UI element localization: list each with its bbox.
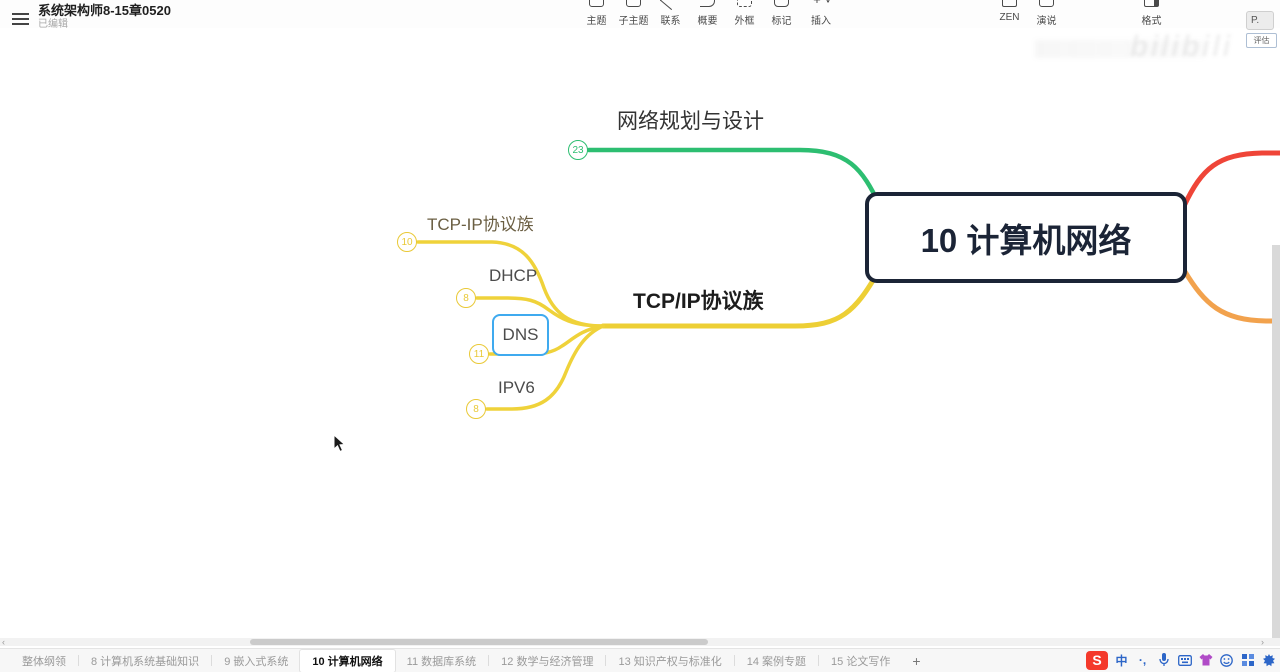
branch-line-dhcp[interactable] — [475, 296, 605, 328]
topic-dns-selected[interactable]: DNS — [492, 314, 549, 356]
collapse-badge-dns[interactable]: 11 — [469, 344, 489, 364]
toolbox-grid-icon[interactable] — [1240, 652, 1255, 668]
sheet-tab-ch8[interactable]: 8 计算机系统基础知识 — [91, 655, 200, 668]
sheet-separator — [733, 655, 735, 666]
summary-button[interactable]: 概要 — [689, 0, 726, 27]
relationship-button[interactable]: 联系 — [652, 0, 689, 27]
toolbar-center-group: 主题 子主题 联系 概要 外框 标记 + ˅ 插入 — [578, 0, 842, 27]
horizontal-scrollbar-thumb[interactable] — [250, 639, 708, 645]
collapse-badge-network-planning[interactable]: 23 — [568, 140, 588, 160]
pitch-button[interactable]: 演说 — [1028, 0, 1065, 27]
sogou-logo-icon[interactable]: S — [1086, 650, 1108, 670]
insert-icon: + ˅ — [800, 0, 842, 10]
sheet-separator — [211, 655, 213, 666]
sheet-separator — [605, 655, 607, 666]
add-sheet-button[interactable]: + — [912, 652, 921, 669]
scroll-left-icon[interactable]: ‹ — [2, 637, 5, 647]
topic-dhcp[interactable]: DHCP — [489, 266, 538, 285]
topic-icon — [578, 0, 615, 10]
collapse-badge-dhcp[interactable]: 8 — [456, 288, 476, 308]
boundary-icon — [726, 0, 763, 10]
branch-line-network-planning[interactable] — [586, 147, 883, 209]
microphone-icon[interactable] — [1156, 652, 1171, 668]
keyboard-icon[interactable] — [1177, 652, 1192, 668]
toolbar-format-group: 格式 — [1133, 0, 1170, 27]
vertical-scrollbar-thumb[interactable] — [1272, 245, 1280, 638]
topic-ipv6[interactable]: IPV6 — [498, 378, 535, 397]
sheet-tab-ch9[interactable]: 9 嵌入式系统 — [224, 655, 289, 668]
central-topic[interactable]: 10 计算机网络 — [865, 192, 1187, 283]
topic-button[interactable]: 主题 — [578, 0, 615, 27]
zen-icon — [991, 0, 1028, 10]
menu-icon[interactable] — [12, 13, 29, 25]
branch-line-tcpip-main[interactable] — [600, 269, 881, 329]
sheet-tab-ch14[interactable]: 14 案例专题 — [746, 655, 807, 668]
overlay-tooltip: 评估 — [1246, 33, 1277, 48]
sheet-tab-overview[interactable]: 整体纲领 — [22, 655, 66, 668]
boundary-button[interactable]: 外框 — [726, 0, 763, 27]
branch-line-ipv6[interactable] — [485, 324, 605, 411]
skin-shirt-icon[interactable] — [1198, 652, 1213, 668]
topic-tcpip-main[interactable]: TCP/IP协议族 — [633, 290, 764, 313]
sheet-separator — [488, 655, 490, 666]
watermark: bilibili — [1130, 30, 1233, 63]
toolbar-right-group: ZEN 演说 — [991, 0, 1065, 27]
sheet-tab-bar: 整体纲领 8 计算机系统基础知识 9 嵌入式系统 10 计算机网络 11 数据库… — [0, 648, 1280, 672]
branch-line-red[interactable] — [1181, 150, 1280, 209]
collapse-badge-ipv6[interactable]: 8 — [466, 399, 486, 419]
sheet-separator — [818, 655, 820, 666]
insert-button[interactable]: + ˅ 插入 — [800, 0, 842, 27]
mouse-cursor — [333, 433, 346, 458]
sheet-separator — [78, 655, 79, 666]
sheet-tab-ch11[interactable]: 11 数据库系统 — [406, 655, 477, 668]
emoji-face-icon[interactable] — [1219, 652, 1234, 668]
document-title: 系统架构师8-15章0520 — [38, 3, 171, 18]
ime-toolbar: S 中 ·, — [1086, 649, 1276, 671]
sheet-tab-ch10-active[interactable]: 10 计算机网络 — [300, 649, 395, 672]
marker-button[interactable]: 标记 — [763, 0, 800, 27]
ime-punctuation-icon[interactable]: ·, — [1138, 653, 1147, 667]
format-icon — [1133, 0, 1170, 10]
watermark-blur — [1035, 40, 1205, 58]
scroll-right-icon[interactable]: › — [1261, 637, 1264, 647]
subtopic-icon — [615, 0, 652, 10]
subtopic-button[interactable]: 子主题 — [615, 0, 652, 27]
branch-line-orange[interactable] — [1181, 267, 1280, 324]
document-status: 已编辑 — [38, 19, 68, 30]
marker-icon — [763, 0, 800, 10]
sheet-tab-ch15[interactable]: 15 论文写作 — [831, 655, 891, 668]
ime-lang-icon[interactable]: 中 — [1115, 653, 1128, 668]
pitch-play-icon — [1028, 0, 1065, 10]
top-toolbar: 系统架构师8-15章0520 已编辑 主题 子主题 联系 概要 外框 标记 + … — [0, 0, 1280, 30]
ime-settings-icon[interactable] — [1261, 652, 1276, 668]
sheet-tab-ch12[interactable]: 12 数学与经济管理 — [501, 655, 594, 668]
format-button[interactable]: 格式 — [1133, 0, 1170, 27]
overlay-p-badge[interactable]: P. — [1246, 11, 1274, 30]
topic-tcpip-sub[interactable]: TCP-IP协议族 — [427, 215, 534, 234]
sheet-tab-ch13[interactable]: 13 知识产权与标准化 — [618, 655, 722, 668]
collapse-badge-tcpip-sub[interactable]: 10 — [397, 232, 417, 252]
zen-button[interactable]: ZEN — [991, 0, 1028, 27]
summary-icon — [689, 0, 726, 10]
topic-network-planning[interactable]: 网络规划与设计 — [617, 110, 764, 133]
